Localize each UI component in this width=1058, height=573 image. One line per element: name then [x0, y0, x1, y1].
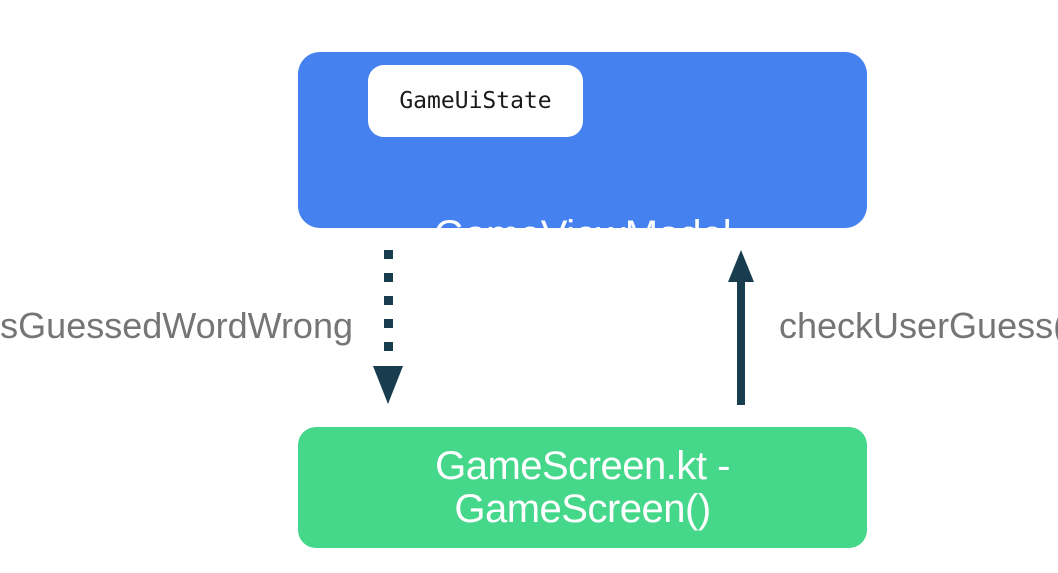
- screen-box: GameScreen.kt - GameScreen(): [298, 427, 867, 548]
- screen-title-line1: GameScreen.kt -: [435, 443, 730, 488]
- viewmodel-box: GameUiState GameViewModel: [298, 52, 867, 257]
- uistate-chip: GameUiState: [368, 65, 583, 137]
- screen-title-line2: GameScreen(): [454, 486, 711, 531]
- event-flow-label: checkUserGuess(): [779, 305, 1058, 346]
- solid-up-arrow-icon: [728, 250, 754, 405]
- up-arrowhead-icon: [728, 250, 754, 282]
- arrow-dot: [383, 250, 393, 259]
- arrow-dot: [383, 273, 393, 282]
- arrow-dot: [383, 342, 393, 351]
- state-flow-label: isGuessedWordWrong: [0, 305, 353, 346]
- uistate-chip-label: GameUiState: [399, 88, 552, 114]
- viewmodel-title: GameViewModel: [433, 213, 732, 257]
- arrow-shaft: [737, 282, 745, 405]
- arrow-dot: [383, 296, 393, 305]
- dotted-down-arrow-icon: [373, 250, 403, 404]
- down-arrowhead-icon: [373, 366, 403, 404]
- arrow-dot: [383, 319, 393, 328]
